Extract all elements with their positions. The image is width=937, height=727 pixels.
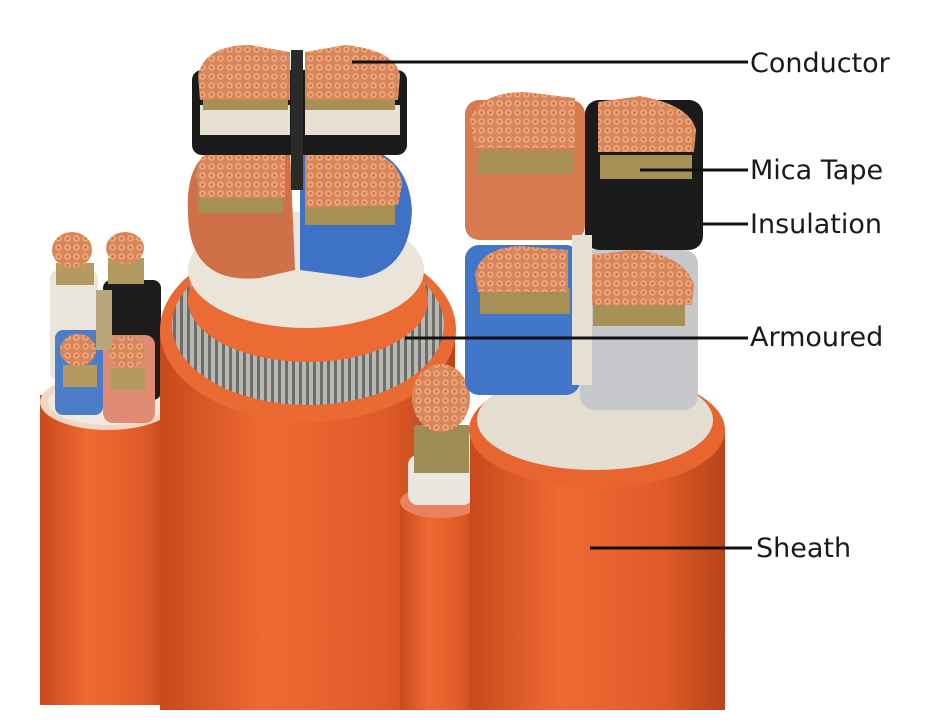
sheath-label: Sheath bbox=[756, 533, 851, 564]
mica-tape-label: Mica Tape bbox=[750, 155, 883, 186]
small-conductor bbox=[109, 336, 145, 368]
conductor-sector bbox=[196, 141, 285, 198]
conductor-sector bbox=[598, 96, 696, 152]
insulation-label: Insulation bbox=[750, 209, 882, 240]
conductor-sector bbox=[198, 45, 290, 100]
armoured-label: Armoured bbox=[750, 322, 883, 353]
small-cable-sheath bbox=[40, 395, 175, 705]
small-conductor bbox=[106, 232, 144, 264]
single-core-mica-tape bbox=[414, 425, 469, 473]
leader-lines bbox=[352, 60, 752, 550]
labels: Conductor Mica Tape Insulation Armoured … bbox=[750, 48, 891, 564]
small-conductor bbox=[60, 334, 96, 366]
conductor-sector bbox=[470, 92, 575, 148]
conductor-sector bbox=[590, 250, 694, 305]
right-four-core-cable bbox=[465, 92, 725, 710]
single-core-conductor bbox=[412, 364, 470, 432]
conductor-sector bbox=[305, 145, 402, 208]
small-conductor bbox=[52, 232, 92, 268]
single-core-cable bbox=[400, 364, 480, 710]
small-four-core-cable bbox=[40, 232, 176, 705]
conductor-sector bbox=[305, 45, 400, 100]
single-core-sheath bbox=[400, 500, 480, 710]
conductor-label: Conductor bbox=[750, 48, 891, 79]
conductor-sector bbox=[475, 246, 568, 292]
